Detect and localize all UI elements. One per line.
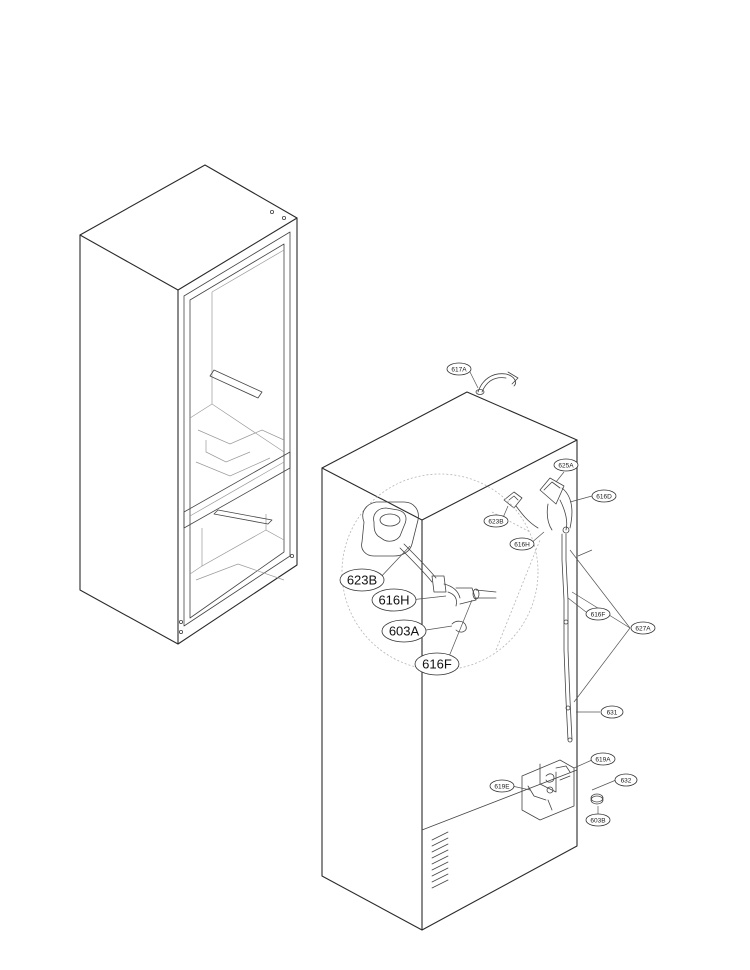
callout-label-631: 631 <box>607 710 618 717</box>
callout-616H-large: 616H <box>371 588 417 612</box>
callout-627A: 627A <box>630 621 656 635</box>
callout-leaders <box>469 371 631 818</box>
cabinet-front-view <box>79 164 298 645</box>
callout-label-616D: 616D <box>596 494 612 501</box>
callout-603A-large: 603A <box>381 619 427 643</box>
callout-label-623B-small: 623B <box>488 519 503 526</box>
callout-616F-large: 616F <box>414 652 460 676</box>
callout-603B: 603B <box>585 813 611 827</box>
callout-label-617A: 617A <box>451 367 467 374</box>
callout-616H-small: 616H <box>509 537 535 551</box>
callout-616D: 616D <box>591 489 617 503</box>
inlet-hose-617A <box>475 371 519 395</box>
water-valve-assembly <box>539 477 573 531</box>
cabinet-rear-view <box>321 391 578 931</box>
callout-label-603A-large: 603A <box>389 624 420 639</box>
callout-label-623B-large: 623B <box>347 573 377 588</box>
callout-label-616H-large: 616H <box>378 593 409 608</box>
fill-cup-623B <box>503 491 539 529</box>
callout-label-603B: 603B <box>590 818 605 825</box>
callout-label-616F-large: 616F <box>422 657 452 672</box>
callout-label-619E: 619E <box>494 784 510 791</box>
vent-grille <box>431 831 449 889</box>
callout-label-619A: 619A <box>595 757 611 764</box>
callout-632: 632 <box>614 773 638 787</box>
callout-619A: 619A <box>590 752 616 766</box>
ring-603B <box>590 793 604 805</box>
callout-label-616F-small: 616F <box>591 612 606 619</box>
water-tube-616F <box>561 526 573 743</box>
callout-619E: 619E <box>489 779 515 793</box>
callout-623B-large: 623B <box>339 568 385 592</box>
valve-bracket-619A <box>521 759 575 821</box>
callout-label-625A: 625A <box>558 463 574 470</box>
callout-631: 631 <box>600 705 624 719</box>
callout-label-632: 632 <box>621 778 632 785</box>
callout-label-616H-small: 616H <box>514 542 530 549</box>
callout-623B-small: 623B <box>483 514 509 528</box>
callout-label-627A: 627A <box>635 626 651 633</box>
callout-617A: 617A <box>446 362 472 376</box>
callout-616F-small: 616F <box>585 607 611 621</box>
callout-625A: 625A <box>553 458 579 472</box>
